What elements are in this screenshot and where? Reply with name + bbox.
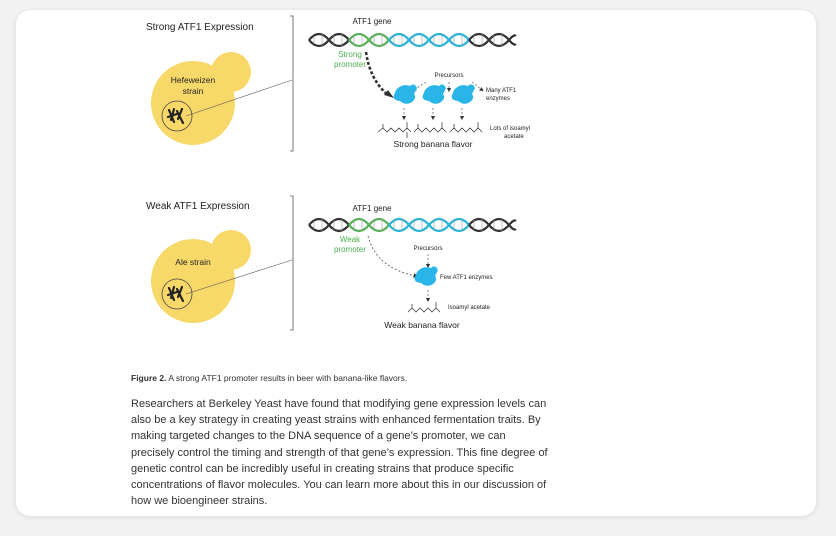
top-strain-label-2: strain [183, 86, 204, 96]
chromosome-icon [166, 107, 185, 125]
top-promoter-label-2: promoter [334, 60, 366, 69]
figure-caption-label: Figure 2. [131, 373, 167, 383]
top-panel-title: Strong ATF1 Expression [146, 22, 254, 33]
bottom-bracket [290, 195, 294, 331]
top-promoter-label-1: Strong [338, 50, 362, 59]
bottom-promoter-label-1: Weak [340, 235, 361, 244]
bottom-yeast-cell [151, 230, 251, 323]
top-enzymes-label-1: Many ATF1 [486, 88, 517, 94]
top-expression-arrow [364, 51, 389, 96]
enzyme-icon [393, 84, 417, 104]
top-dna-helix [308, 32, 517, 48]
bottom-product-label: Isoamyl acetate [448, 305, 491, 311]
bottom-expression-arrow [367, 235, 419, 278]
bottom-gene-label: ATF1 gene [353, 204, 393, 213]
top-bracket [290, 15, 294, 152]
bottom-strain-label: Ale strain [175, 257, 211, 267]
enzyme-icon [451, 84, 475, 104]
bottom-precursors-label: Precursors [413, 246, 442, 252]
top-enzymes-label-2: enzymes [486, 96, 510, 102]
top-gene-label: ATF1 gene [353, 17, 393, 26]
top-expression-arrowhead [384, 90, 394, 98]
figure-caption: Figure 2. A strong ATF1 promoter results… [131, 373, 731, 383]
content-card: Strong ATF1 Expression Hefeweizen strain… [16, 10, 816, 516]
top-strain-label-1: Hefeweizen [171, 75, 216, 85]
top-precursors-label: Precursors [434, 73, 463, 79]
bottom-zoom-line [185, 259, 293, 295]
top-isoamyl-molecules [377, 122, 483, 138]
top-product-label-1: Lots of isoamyl [490, 126, 530, 132]
bottom-isoamyl-molecule [407, 302, 441, 313]
bottom-promoter-label-2: promoter [334, 245, 366, 254]
top-yeast-cell [151, 52, 251, 145]
chromosome-icon [166, 285, 185, 303]
top-flavor-label: Strong banana flavor [394, 139, 473, 149]
top-product-arrows [401, 108, 465, 121]
bottom-enzymes-label: Few ATF1 enzymes [440, 275, 493, 281]
figure-caption-text: A strong ATF1 promoter results in beer w… [166, 373, 408, 383]
enzyme-icon [414, 266, 438, 286]
top-enzymes [393, 84, 475, 104]
bottom-dna-helix [308, 217, 517, 233]
atf1-expression-figure: Strong ATF1 Expression Hefeweizen strain… [146, 15, 530, 331]
bottom-flavor-label: Weak banana flavor [384, 320, 460, 330]
bottom-panel-title: Weak ATF1 Expression [146, 201, 250, 212]
body-paragraph: Researchers at Berkeley Yeast have found… [131, 398, 548, 508]
top-product-label-2: acetate [504, 134, 524, 140]
enzyme-icon [422, 84, 446, 104]
top-zoom-line [185, 79, 293, 117]
bottom-enzymes [414, 266, 438, 286]
